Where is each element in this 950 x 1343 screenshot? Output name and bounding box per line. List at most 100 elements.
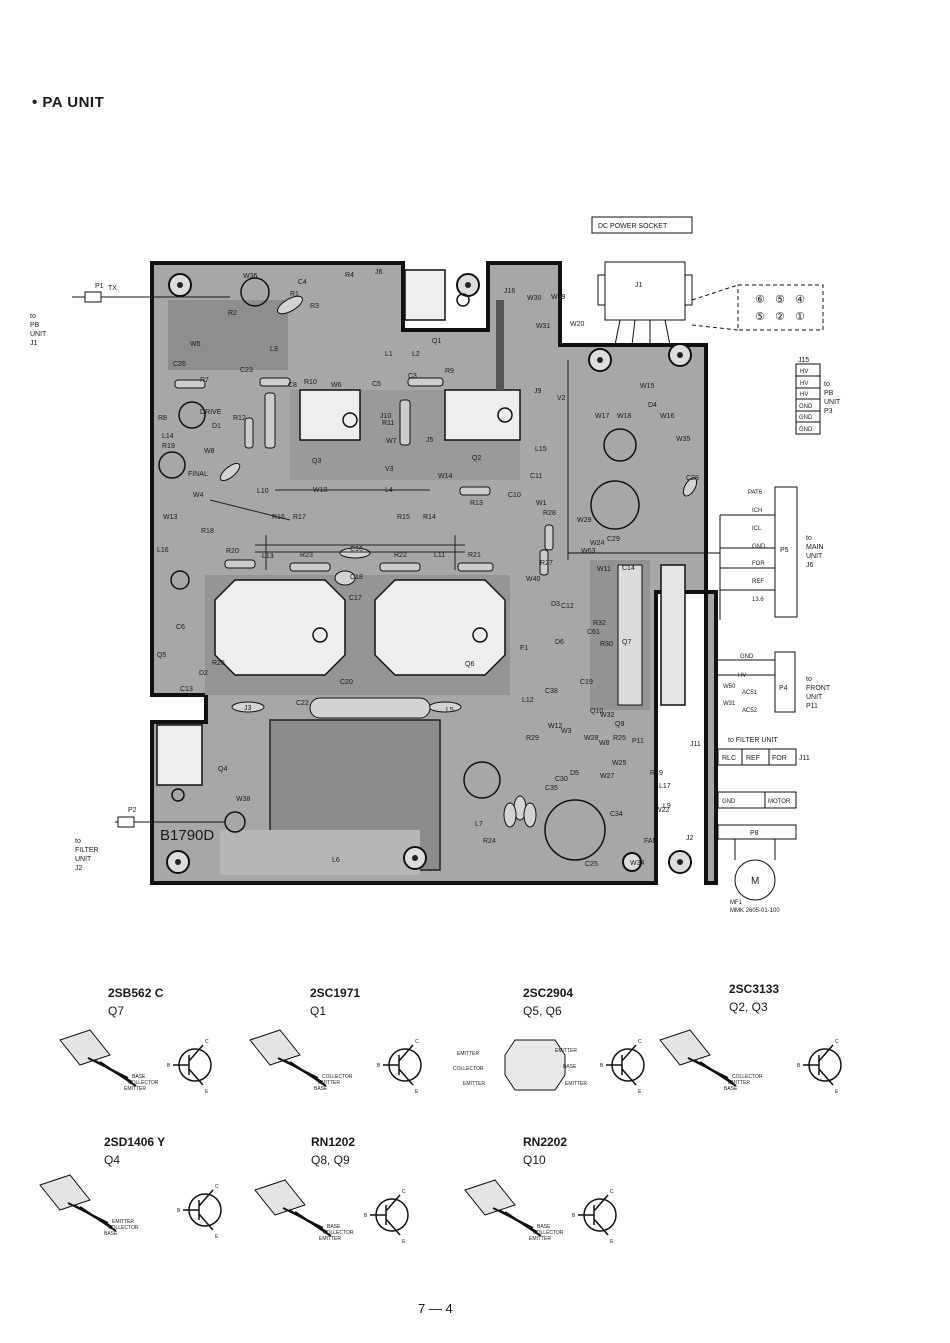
symbol-terminal-label: C xyxy=(835,1039,839,1045)
board-part-label: L13 xyxy=(262,553,274,560)
svg-text:to: to xyxy=(806,535,812,542)
board-part-label: J16 xyxy=(504,288,515,295)
board-part-label: R24 xyxy=(483,838,496,845)
svg-text:GND: GND xyxy=(799,404,813,410)
svg-text:HV: HV xyxy=(800,381,808,387)
board-part-label: W63 xyxy=(581,548,596,555)
board-part-label: W27 xyxy=(600,773,615,780)
symbol-terminal-label: E xyxy=(415,1089,419,1095)
board-part-label: P11 xyxy=(632,738,644,745)
board-part-label: L3 xyxy=(270,346,278,353)
symbol-terminal-label: E xyxy=(610,1239,614,1245)
board-part-label: Q4 xyxy=(218,766,227,773)
board-part-label: W16 xyxy=(660,413,675,420)
board-part-label: C11 xyxy=(530,473,542,480)
board-part-label: R16 xyxy=(272,514,285,521)
board-part-label: W22 xyxy=(655,807,670,814)
svg-text:P11: P11 xyxy=(806,703,818,710)
pin-label: EMITTER xyxy=(457,1051,479,1057)
board-part-label: W10 xyxy=(313,487,328,494)
board-part-label: Q6 xyxy=(465,661,474,668)
board-part-label: FINAL xyxy=(188,471,208,478)
pin-label: COLLECTOR xyxy=(453,1066,484,1072)
transistor-rn2202: RN2202 Q10 xyxy=(523,1135,567,1167)
p4-pin-labels: GND HV W50 AC51 W31 AC52 xyxy=(723,654,758,714)
board-part-label: R32 xyxy=(593,620,606,627)
svg-text:GND: GND xyxy=(799,427,813,433)
svg-text:FRONT: FRONT xyxy=(806,685,831,692)
symbol-terminal-label: E xyxy=(215,1234,219,1240)
board-part-label: R18 xyxy=(201,528,214,535)
symbol-terminal-label: C xyxy=(415,1039,419,1045)
svg-text:FILTER: FILTER xyxy=(75,847,99,854)
page-title: • PA UNIT xyxy=(32,94,105,111)
board-part-label: R10 xyxy=(304,379,317,386)
svg-text:ICL: ICL xyxy=(752,526,762,532)
svg-text:⑤: ⑤ xyxy=(755,311,765,323)
board-part-label: C29 xyxy=(607,536,620,543)
board-part-label: J2 xyxy=(686,835,694,842)
pin-label: BASE xyxy=(104,1231,118,1237)
transistor-code: 2SD1406 Y xyxy=(104,1135,166,1149)
board-part-label: L1 xyxy=(385,351,393,358)
board-part-label: Q7 xyxy=(622,639,631,646)
svg-text:UNIT: UNIT xyxy=(75,856,92,863)
board-part-label: C22 xyxy=(296,700,309,707)
to-filter-unit-j11-label: to FILTER UNIT xyxy=(728,737,778,744)
pin-label: COLLECTOR xyxy=(533,1230,564,1236)
dc-power-socket-box xyxy=(591,216,693,234)
transistor-position: Q2, Q3 xyxy=(729,1000,768,1014)
svg-text:to: to xyxy=(30,313,36,320)
pcb-board xyxy=(150,261,718,885)
pin-label: EMITTER xyxy=(463,1081,485,1087)
to-front-unit-p11-label: to FRONT UNIT P11 xyxy=(806,676,831,710)
board-part-label: W20 xyxy=(570,321,585,328)
symbol-terminal-label: E xyxy=(205,1089,209,1095)
board-part-label: D3 xyxy=(551,601,560,608)
board-part-label: C26 xyxy=(173,361,186,368)
board-part-label: R49 xyxy=(650,770,663,777)
to-pb-unit-p3-label: to PB UNIT P3 xyxy=(824,381,841,415)
connector-p1 xyxy=(72,291,230,303)
socket-pin-map: ⑥ ⑤ ④ ⑤ ② ① xyxy=(691,284,824,331)
board-part-label: R19 xyxy=(162,443,175,450)
svg-text:①: ① xyxy=(795,311,805,323)
board-part-label: W40 xyxy=(526,576,541,583)
p5-connector xyxy=(568,486,798,620)
svg-text:GND: GND xyxy=(799,415,813,421)
board-id: B1790D xyxy=(160,827,214,844)
transistor-symbol-leads xyxy=(370,1194,401,1236)
board-part-label: C12 xyxy=(561,603,574,610)
pin-label: EMITTER xyxy=(529,1236,551,1242)
svg-text:J15: J15 xyxy=(798,357,809,364)
board-part-label: W8 xyxy=(204,448,215,455)
board-part-label: R29 xyxy=(526,735,539,742)
board-part-label: W29 xyxy=(577,517,592,524)
board-part-label: W4 xyxy=(193,492,204,499)
board-part-label: R2 xyxy=(228,310,237,317)
svg-text:REF: REF xyxy=(746,755,760,762)
dc-socket-connector xyxy=(597,261,693,346)
pin-label: BASE xyxy=(314,1086,328,1092)
to-main-unit-j6-label: to MAIN UNIT J6 xyxy=(806,535,824,569)
board-part-label: W12 xyxy=(548,723,563,730)
board-part-label: W38 xyxy=(236,796,251,803)
pin-label: EMITTER xyxy=(318,1080,340,1086)
p5-label: P5 xyxy=(780,547,789,554)
svg-text:⑥: ⑥ xyxy=(755,294,765,306)
transistor-2sb562: 2SB562 C Q7 xyxy=(108,986,163,1018)
board-part-label: L9 xyxy=(663,803,671,810)
board-part-label: L6 xyxy=(332,857,340,864)
board-part-label: D6 xyxy=(555,639,564,646)
board-part-label: W5 xyxy=(190,341,201,348)
board-part-label: V2 xyxy=(557,395,566,402)
board-part-label: J10 xyxy=(380,413,391,420)
to-filter-unit-j2-label: to FILTER UNIT J2 xyxy=(75,838,99,872)
transistor-symbol-leads xyxy=(578,1194,609,1236)
symbol-terminal-label: E xyxy=(638,1089,642,1095)
board-part-label: D5 xyxy=(570,770,579,777)
